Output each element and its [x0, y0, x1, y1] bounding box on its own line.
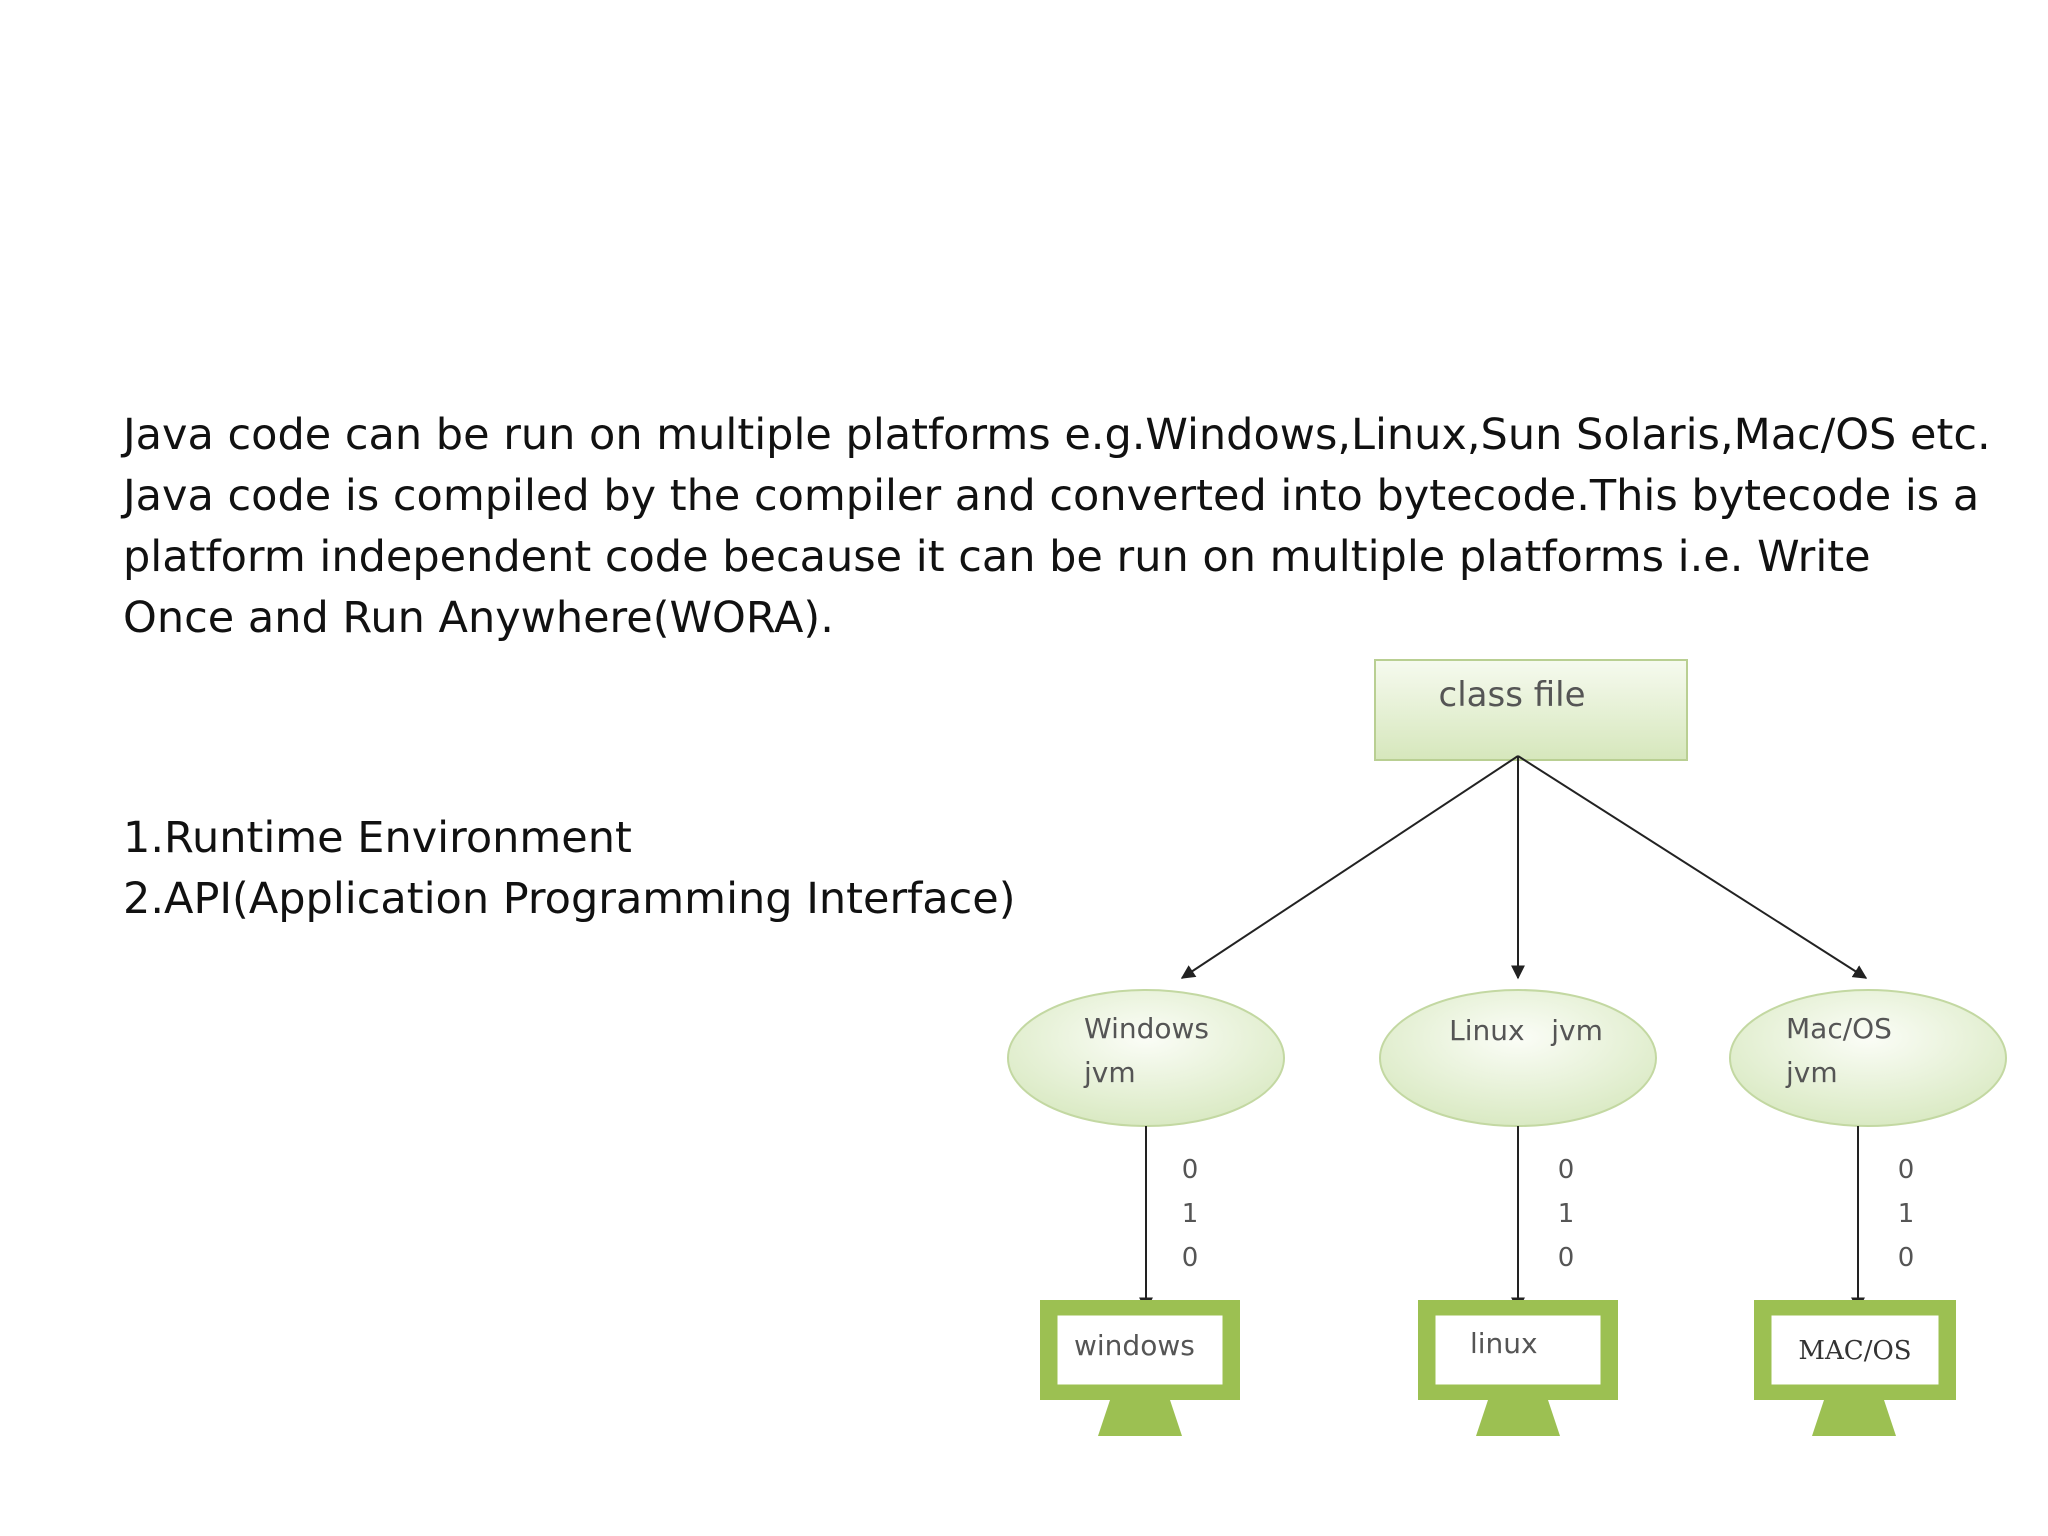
class-file-box [1374, 659, 1688, 761]
macos-jvm-node: Mac/OS jvm [1729, 989, 2007, 1127]
bit-label: 0 [1558, 1155, 1575, 1185]
bit-label: 0 [1182, 1243, 1199, 1273]
windows-machine-label: windows [1074, 1329, 1195, 1362]
list-item-api: 2.API(Application Programming Interface) [123, 874, 1016, 924]
windows-bits: 0 1 0 [1182, 1155, 1199, 1273]
linux-bits: 0 1 0 [1558, 1155, 1575, 1273]
bit-label: 1 [1898, 1199, 1915, 1229]
macos-jvm-label-2: jvm [1785, 1056, 1838, 1089]
class-file-node: class file [1374, 659, 1688, 761]
windows-jvm-label-1: Windows [1084, 1012, 1209, 1045]
windows-jvm-node: Windows jvm [1007, 989, 1285, 1127]
linux-jvm-ellipse [1379, 989, 1657, 1127]
bit-label: 0 [1558, 1243, 1575, 1273]
paragraph-line: Java code can be run on multiple platfor… [123, 410, 1991, 460]
description-paragraph: Java code can be run on multiple platfor… [123, 405, 2003, 649]
linux-jvm-node: Linux jvm [1379, 989, 1657, 1127]
class-file-label: class file [1439, 675, 1586, 715]
windows-monitor-icon: windows [1040, 1300, 1240, 1436]
linux-machine-label: linux [1470, 1327, 1538, 1360]
arrow-to-windows-jvm [1180, 755, 1519, 979]
components-list: 1.Runtime Environment 2.API(Application … [123, 808, 1016, 930]
paragraph-line: Once and Run Anywhere(WORA). [123, 593, 834, 643]
linux-monitor-icon: linux [1418, 1300, 1618, 1436]
macos-monitor-icon: MAC/OS [1754, 1300, 1956, 1436]
macos-jvm-label-1: Mac/OS [1786, 1012, 1892, 1045]
paragraph-line: platform independent code because it can… [123, 532, 1871, 582]
windows-jvm-label-2: jvm [1083, 1056, 1136, 1089]
macos-bits: 0 1 0 [1898, 1155, 1915, 1273]
bit-label: 1 [1182, 1199, 1199, 1229]
macos-jvm-ellipse [1729, 989, 2007, 1127]
bit-label: 0 [1898, 1155, 1915, 1185]
bit-label: 1 [1558, 1199, 1575, 1229]
arrow-to-macos-jvm [1517, 755, 1868, 979]
paragraph-line: Java code is compiled by the compiler an… [123, 471, 1980, 521]
list-item-runtime: 1.Runtime Environment [123, 813, 632, 863]
bit-label: 0 [1898, 1243, 1915, 1273]
bit-label: 0 [1182, 1155, 1199, 1185]
windows-jvm-ellipse [1007, 989, 1285, 1127]
linux-jvm-label: Linux jvm [1449, 1014, 1603, 1047]
macos-machine-label: MAC/OS [1798, 1336, 1911, 1366]
